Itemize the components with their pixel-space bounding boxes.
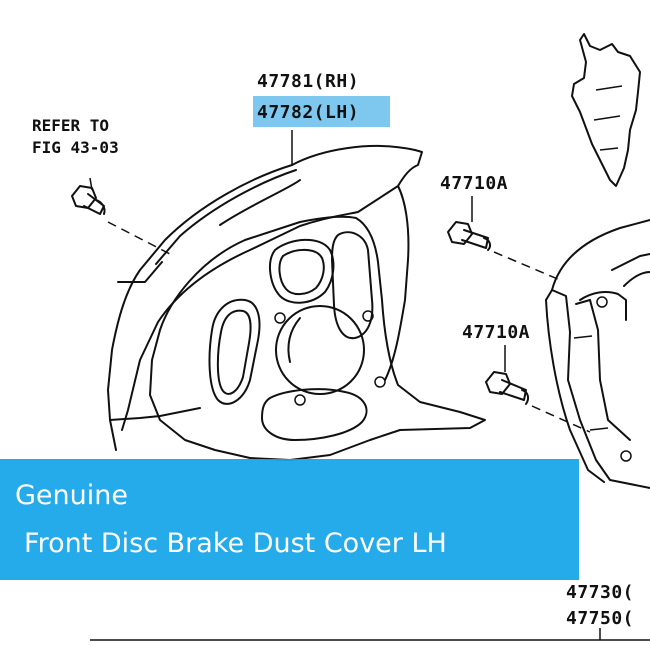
fig-ref-label: FIG 43-03 — [32, 138, 119, 157]
bolt-upper-centerline — [493, 251, 561, 281]
banner-genuine-text: Genuine — [15, 480, 128, 511]
part-47730-label: 47730( — [566, 582, 634, 603]
title-banner — [0, 459, 579, 580]
banner-product-title: Front Disc Brake Dust Cover LH — [24, 528, 447, 559]
part-rh-label: 47781(RH) — [257, 71, 359, 92]
refer-to-label: REFER TO — [32, 116, 109, 135]
caliper-drawing — [545, 219, 650, 489]
part-47750-label: 47750( — [566, 608, 634, 629]
dust-cover-drawing — [107, 145, 486, 461]
bolt-upper-drawing — [447, 196, 492, 251]
part-lh-highlight — [253, 96, 390, 127]
bolt-lower-centerline — [531, 405, 591, 433]
bolt-left-centerline — [107, 221, 171, 255]
bolt-left-drawing — [71, 177, 106, 215]
bolt-lower-label: 47710A — [462, 322, 530, 343]
pad-shim-drawing — [571, 33, 641, 187]
bolt-upper-label: 47710A — [440, 173, 508, 194]
part-lh-label: 47782(LH) — [257, 102, 359, 123]
bolt-lower-drawing — [485, 345, 530, 405]
